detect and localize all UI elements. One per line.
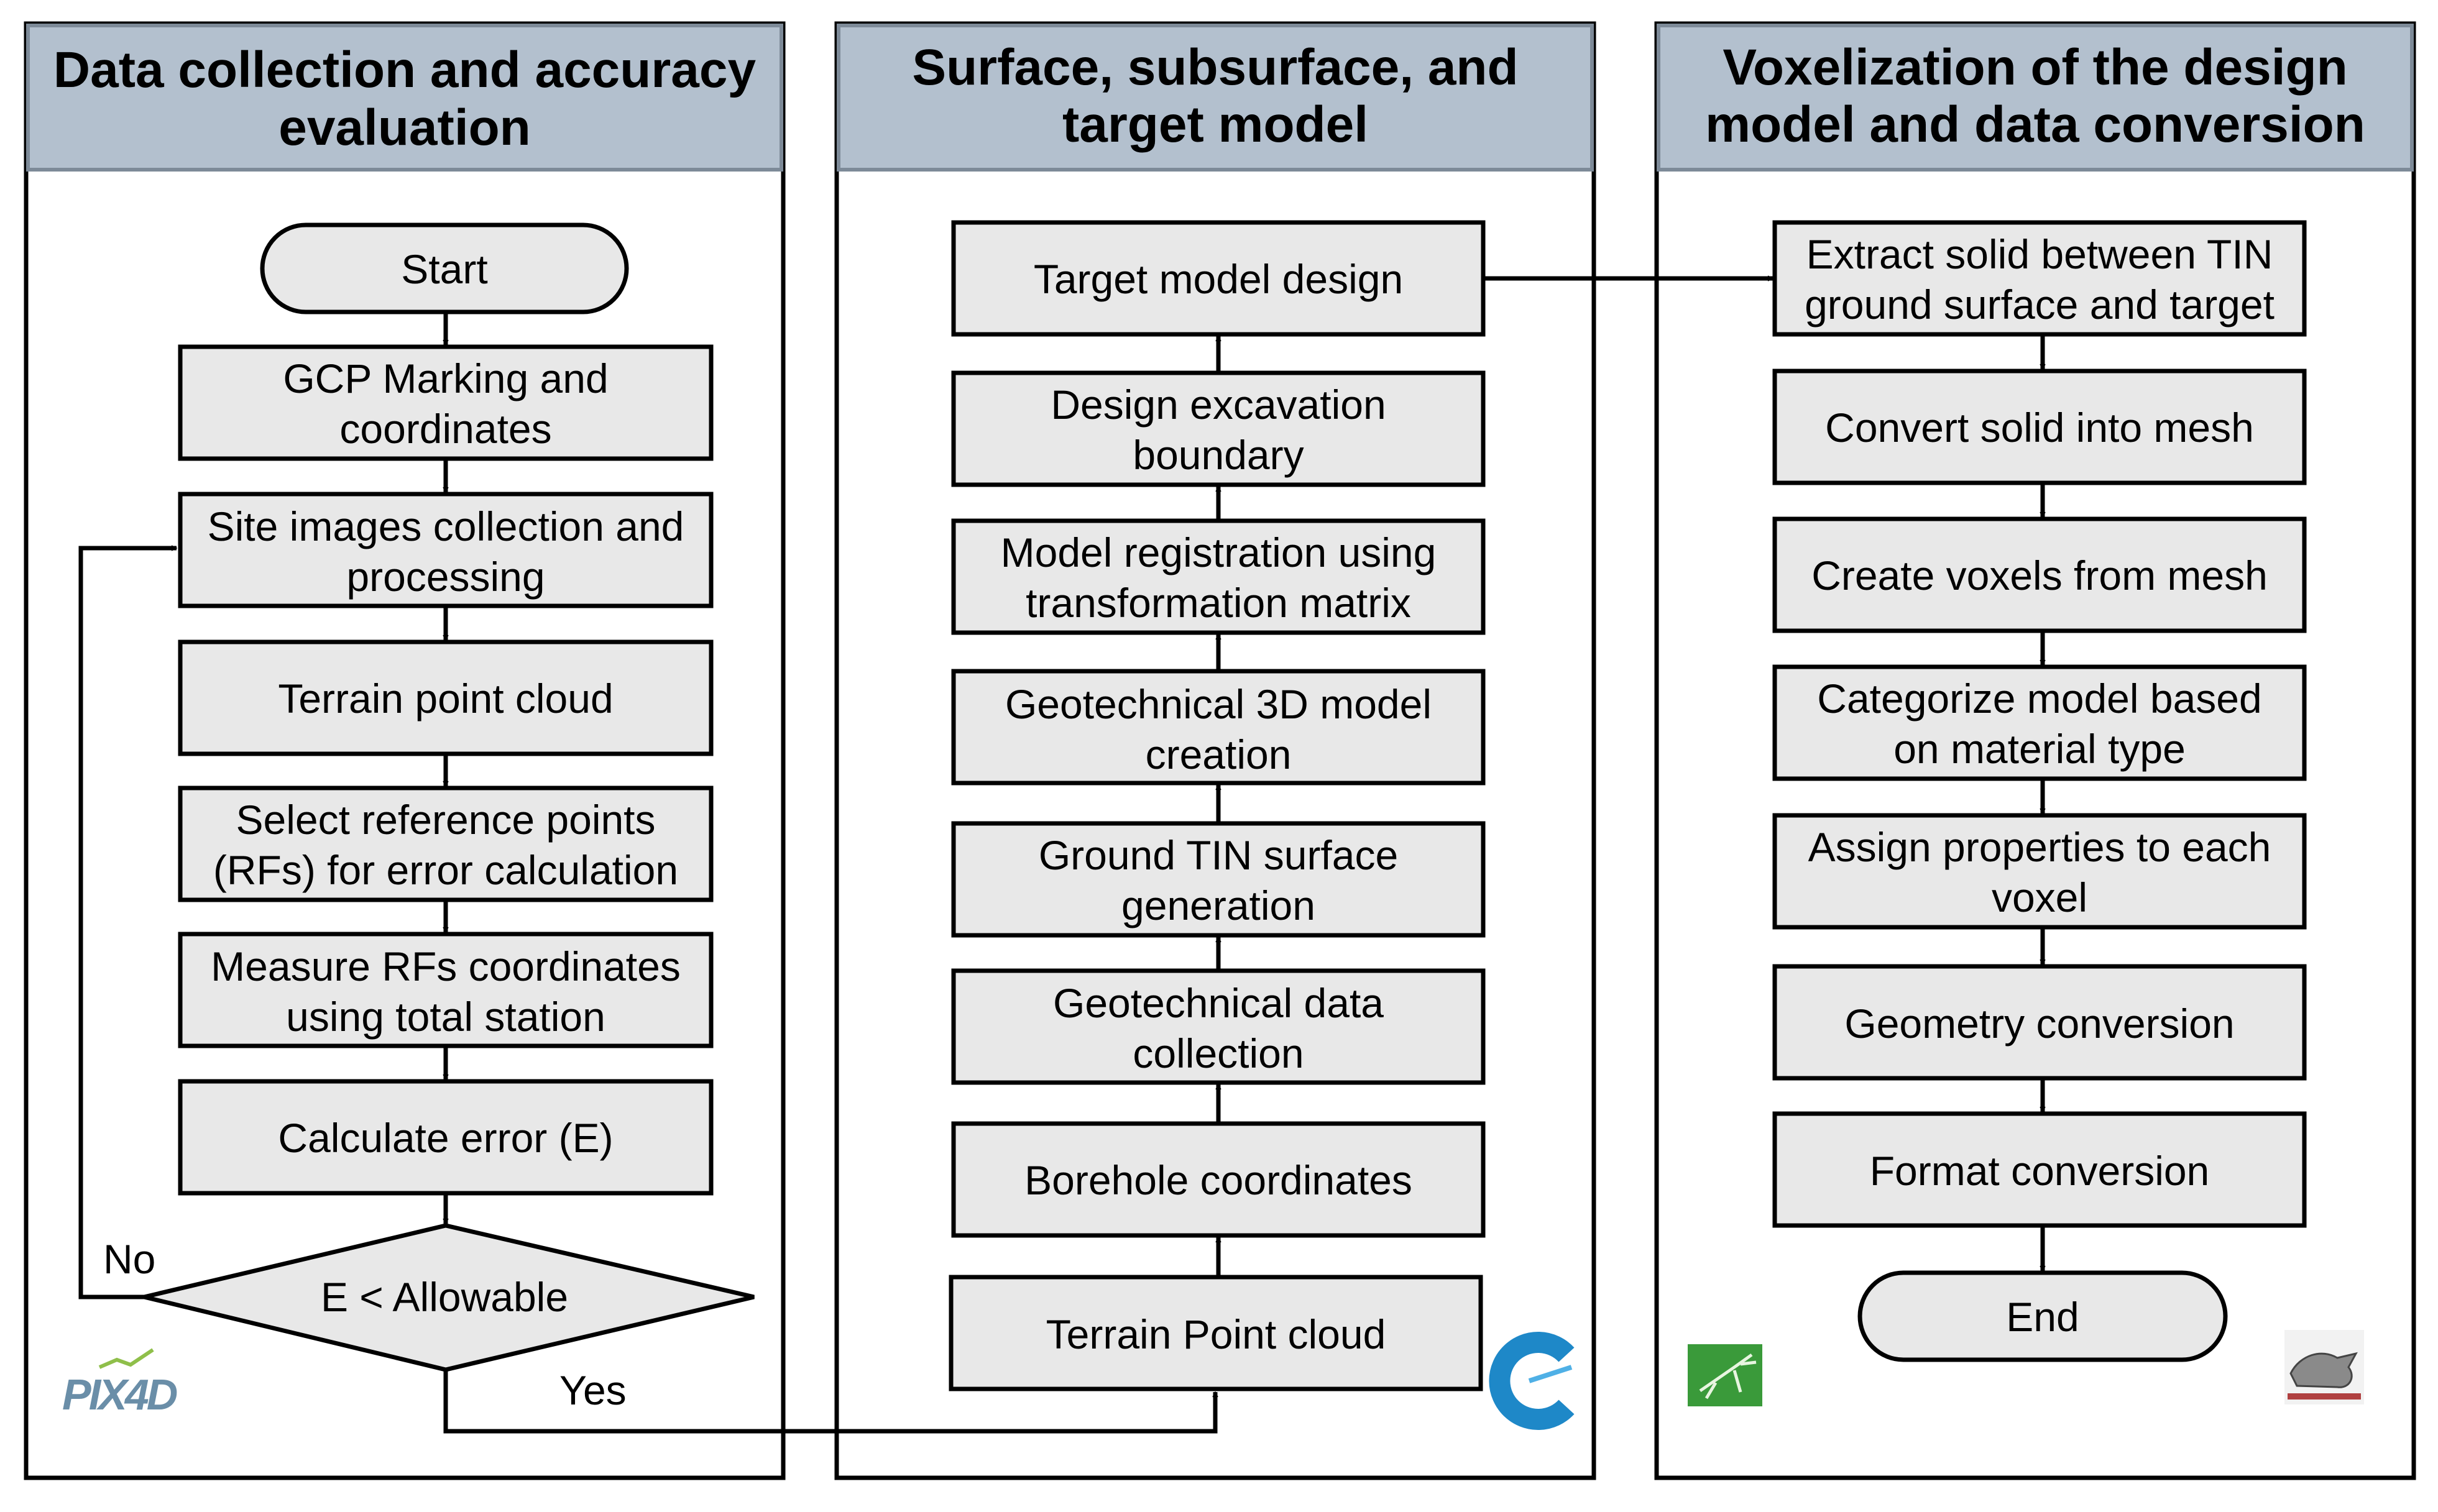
step-measure-rfs: Measure RFs coordinates using total stat…	[178, 932, 714, 1048]
svg-text:Geometry conversion: Geometry conversion	[1844, 1001, 2234, 1047]
svg-text:collection: collection	[1133, 1030, 1304, 1076]
panel-title-line1: Data collection and accuracy	[53, 42, 757, 98]
decision-diamond: E < Allowable	[144, 1223, 755, 1372]
column1-connectors	[78, 312, 446, 1299]
no-loop-connector	[78, 548, 177, 1299]
panel-title-line2: evaluation	[278, 99, 531, 156]
grasshopper-logo	[1688, 1344, 1762, 1406]
svg-text:Target model design: Target model design	[1034, 256, 1403, 302]
step-geotechnical-data: Geotechnical data collection	[951, 968, 1486, 1085]
svg-text:voxel: voxel	[1992, 874, 2087, 920]
step-select-reference-points: Select reference points (RFs) for error …	[178, 786, 714, 902]
step-format-conversion: Format conversion	[1772, 1111, 2307, 1228]
svg-text:Format conversion: Format conversion	[1870, 1148, 2210, 1194]
panel-header	[837, 24, 1594, 172]
step-borehole-coordinates: Borehole coordinates	[951, 1121, 1486, 1238]
svg-text:Geotechnical data: Geotechnical data	[1053, 980, 1384, 1026]
column-voxelization: Extract solid between TIN ground surface…	[1688, 220, 2364, 1406]
rhino-logo	[2284, 1330, 2364, 1404]
svg-text:Measure RFs coordinates: Measure RFs coordinates	[211, 943, 681, 989]
panel-title-line2: target model	[1062, 96, 1368, 153]
step-terrain-point-cloud-2: Terrain Point cloud	[949, 1275, 1483, 1391]
svg-text:Geotechnical 3D model: Geotechnical 3D model	[1005, 681, 1432, 727]
step-target-model-design: Target model design	[951, 220, 1486, 337]
step-convert-solid: Convert solid into mesh	[1772, 369, 2307, 485]
step-categorize-model: Categorize model based on material type	[1772, 664, 2307, 781]
svg-text:Terrain Point cloud: Terrain Point cloud	[1046, 1311, 1386, 1357]
end-label: End	[2006, 1294, 2079, 1340]
svg-text:GCP Marking and: GCP Marking and	[283, 355, 608, 401]
svg-text:generation: generation	[1121, 882, 1315, 928]
step-assign-properties: Assign properties to each voxel	[1772, 813, 2307, 930]
step-site-images: Site images collection and processing	[178, 492, 714, 608]
end-terminator	[1857, 1270, 2228, 1362]
panel-title-line1: Surface, subsurface, and	[912, 39, 1518, 96]
svg-text:(RFs) for error calculation: (RFs) for error calculation	[213, 847, 678, 893]
step-gcp-marking: GCP Marking and coordinates	[178, 344, 714, 461]
svg-text:processing: processing	[346, 554, 545, 600]
svg-text:PIX4D: PIX4D	[62, 1370, 177, 1419]
svg-text:transformation matrix: transformation matrix	[1026, 580, 1411, 626]
svg-text:creation: creation	[1146, 731, 1292, 777]
step-extract-solid: Extract solid between TIN ground surface…	[1772, 220, 2307, 337]
step-calculate-error: Calculate error (E)	[178, 1079, 714, 1196]
svg-text:Calculate error (E): Calculate error (E)	[278, 1115, 613, 1161]
svg-text:Design excavation: Design excavation	[1051, 382, 1386, 428]
svg-text:Select reference points: Select reference points	[236, 797, 655, 843]
panel-title-line1: Voxelization of the design	[1723, 39, 2347, 96]
svg-text:using total station: using total station	[286, 994, 605, 1040]
panel-header	[26, 24, 783, 172]
civil-3d-logo	[1489, 1332, 1575, 1430]
svg-text:Terrain point cloud: Terrain point cloud	[278, 676, 613, 722]
svg-text:Assign properties to each: Assign properties to each	[1808, 824, 2271, 870]
column-surface-model: Target model design Design excavation bo…	[949, 220, 1575, 1430]
svg-text:Borehole coordinates: Borehole coordinates	[1024, 1157, 1412, 1203]
svg-text:Site images collection and: Site images collection and	[208, 503, 684, 549]
svg-text:coordinates: coordinates	[339, 406, 551, 452]
svg-text:Extract solid between TIN: Extract solid between TIN	[1806, 231, 2273, 277]
svg-text:boundary: boundary	[1133, 432, 1304, 478]
step-model-registration: Model registration using transformation …	[951, 518, 1486, 635]
svg-text:ground surface and target: ground surface and target	[1805, 282, 2275, 328]
svg-text:Categorize model based: Categorize model based	[1817, 676, 2261, 722]
step-create-voxels: Create voxels from mesh	[1772, 516, 2307, 633]
step-geotechnical-3d-model: Geotechnical 3D model creation	[951, 669, 1486, 786]
svg-text:Create voxels from mesh: Create voxels from mesh	[1811, 552, 2268, 598]
svg-text:Convert solid into mesh: Convert solid into mesh	[1825, 405, 2254, 451]
decision-label: E < Allowable	[321, 1274, 568, 1320]
pix4d-logo: PIX4D	[62, 1348, 180, 1419]
no-label: No	[103, 1236, 155, 1282]
yes-label: Yes	[559, 1367, 627, 1413]
panel-title-line2: model and data conversion	[1705, 96, 2365, 153]
svg-text:Ground TIN surface: Ground TIN surface	[1039, 832, 1398, 878]
yes-connector	[443, 1370, 1215, 1434]
step-ground-tin-surface: Ground TIN surface generation	[951, 821, 1486, 938]
step-geometry-conversion: Geometry conversion	[1772, 964, 2307, 1081]
panel-header	[1657, 24, 2414, 172]
step-design-excavation: Design excavation boundary	[951, 370, 1486, 487]
svg-text:on material type: on material type	[1893, 726, 2186, 772]
start-label: Start	[401, 246, 487, 292]
column-data-collection: Start GCP Marking and coordinates Site i…	[62, 222, 755, 1419]
step-terrain-point-cloud: Terrain point cloud	[178, 639, 714, 756]
svg-text:Model registration using: Model registration using	[1001, 529, 1437, 575]
